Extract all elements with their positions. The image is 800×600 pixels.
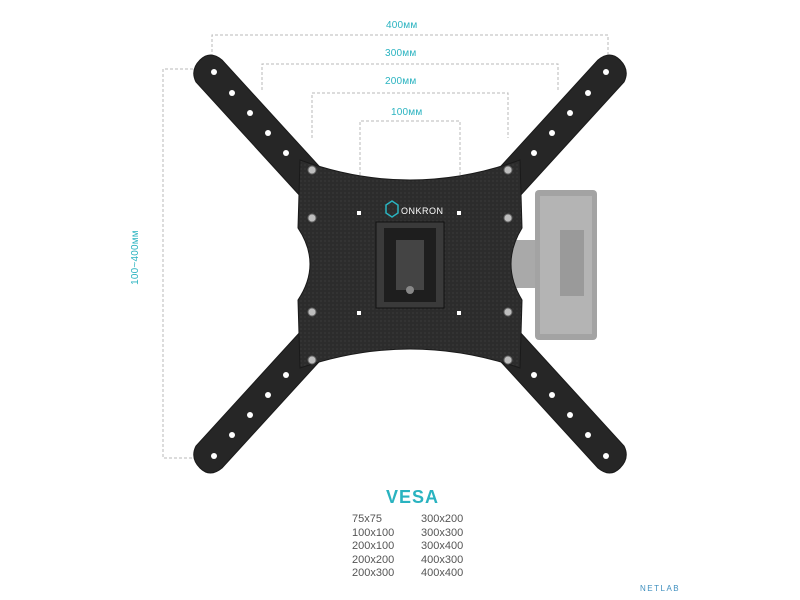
vesa-size: 300x300 [421, 526, 464, 539]
vesa-size: 200x300 [352, 567, 395, 579]
arm-slots [211, 69, 609, 459]
vesa-size: 300x200 [421, 513, 464, 525]
svg-text:ONKRON: ONKRON [401, 206, 444, 216]
vesa-size: 75x75 [352, 513, 382, 525]
vesa-size: 400x300 [421, 553, 464, 566]
netlab-watermark: NETLAB [640, 584, 681, 593]
vesa-size: 400x400 [421, 567, 464, 579]
screws [307, 165, 513, 365]
vesa-size: 200x100 [352, 540, 395, 552]
vesa-size: 100x100 [352, 526, 395, 539]
width-100-label: 100мм [391, 107, 423, 118]
vesa-sizes-column-2: 300x200 300x300 300x400 400x300 400x400 [421, 513, 463, 581]
width-300-label: 300мм [385, 48, 417, 59]
vesa-size: 200x200 [352, 553, 395, 566]
dimension-guides [162, 34, 609, 459]
swivel-arm [503, 190, 597, 340]
vesa-sizes-column-1: 75x75 100x100 200x100 200x200 200x300 [352, 513, 394, 581]
onkron-logo: ONKRON [385, 200, 444, 218]
vesa-title: VESA [386, 487, 440, 507]
bracket-arms [193, 54, 627, 474]
width-400-label: 400мм [386, 20, 418, 31]
height-range-label: 100~400мм [129, 230, 141, 285]
width-200-label: 200мм [385, 76, 417, 87]
vesa-size: 300x400 [421, 540, 464, 552]
